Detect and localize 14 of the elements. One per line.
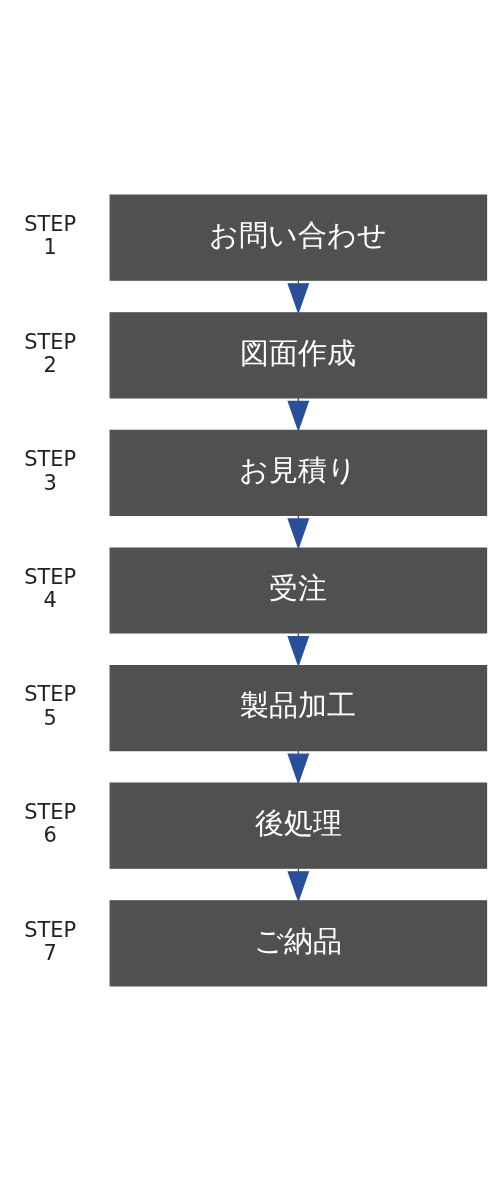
node-box: 図面作成 bbox=[109, 311, 488, 398]
node-box: 受注 bbox=[109, 546, 488, 634]
node-label: STEP 3 bbox=[24, 446, 76, 495]
node-label: STEP 2 bbox=[24, 329, 76, 377]
node-label: STEP 1 bbox=[24, 211, 76, 259]
node-label: STEP 6 bbox=[24, 799, 76, 847]
node-label: STEP 5 bbox=[24, 681, 76, 730]
node-box: お問い合わせ bbox=[109, 194, 488, 281]
node-box: 製品加工 bbox=[109, 664, 488, 751]
node-label: STEP 7 bbox=[24, 917, 76, 965]
node-label: STEP 4 bbox=[24, 564, 76, 612]
node-box: ご納品 bbox=[109, 899, 488, 986]
node-box: 後処理 bbox=[109, 782, 488, 869]
node-box: お見積り bbox=[109, 429, 488, 516]
